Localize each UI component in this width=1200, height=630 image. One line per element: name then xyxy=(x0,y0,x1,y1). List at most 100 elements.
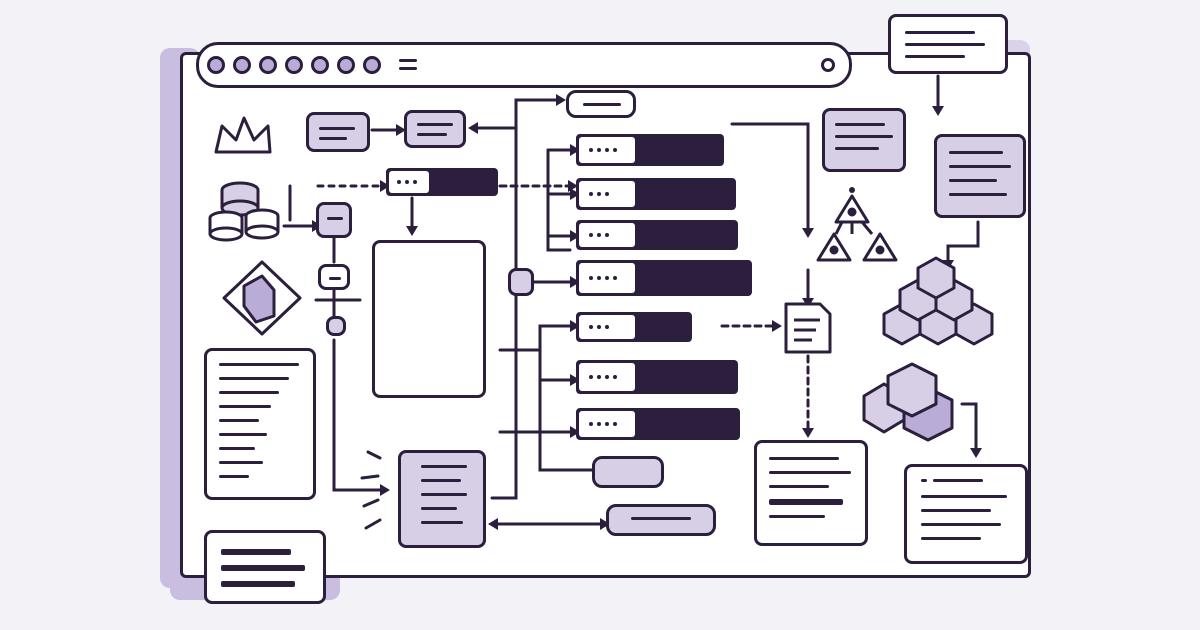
arrowhead xyxy=(570,374,580,386)
code-line xyxy=(219,433,267,436)
config-card xyxy=(822,108,906,172)
node-line xyxy=(631,517,691,520)
arrowhead xyxy=(396,124,406,136)
address-bar[interactable] xyxy=(196,42,852,88)
log-card xyxy=(754,440,868,546)
connector xyxy=(332,338,382,492)
connector xyxy=(498,324,572,352)
arrowhead xyxy=(932,106,944,116)
card-line xyxy=(949,193,1007,196)
header-pill xyxy=(566,90,636,118)
service-bar xyxy=(576,260,752,296)
note-line xyxy=(221,565,305,571)
list-panel xyxy=(398,450,486,548)
cache-node xyxy=(316,202,352,238)
arrowhead xyxy=(380,180,390,192)
card-line xyxy=(835,123,885,126)
tiny-node xyxy=(326,316,346,336)
connector xyxy=(730,122,810,232)
code-line xyxy=(219,419,259,422)
note-line xyxy=(221,549,291,555)
metrics-card xyxy=(934,134,1026,218)
code-line xyxy=(219,405,271,408)
report-line xyxy=(921,495,1007,498)
card-line xyxy=(835,147,879,150)
arrowhead xyxy=(570,276,580,288)
crown-icon xyxy=(214,116,272,154)
switch-node xyxy=(508,268,534,296)
card-line xyxy=(949,165,1011,168)
code-panel xyxy=(204,348,316,500)
arrowhead xyxy=(772,320,782,332)
small-node xyxy=(318,264,350,290)
code-line xyxy=(219,447,255,450)
status-pill xyxy=(592,456,664,488)
cube-cluster-icon xyxy=(882,256,994,346)
report-line xyxy=(921,509,991,512)
connector xyxy=(490,126,518,500)
connector xyxy=(946,220,980,264)
node-line xyxy=(583,103,621,106)
code-line xyxy=(219,377,289,380)
arrowhead xyxy=(570,320,580,332)
code-line xyxy=(219,461,263,464)
note-line xyxy=(905,43,985,46)
package-icon xyxy=(222,260,302,336)
output-pill xyxy=(606,504,716,536)
connector xyxy=(538,348,594,472)
document-icon xyxy=(784,302,832,354)
code-line xyxy=(219,391,279,394)
arrowhead xyxy=(970,448,982,458)
log-line xyxy=(769,515,825,518)
node-line xyxy=(319,137,347,140)
arrowhead xyxy=(406,226,418,236)
node-line xyxy=(417,123,453,126)
window-dot xyxy=(337,56,355,74)
note-line xyxy=(905,55,965,58)
list-line xyxy=(421,507,457,510)
report-line xyxy=(921,479,927,482)
service-bar xyxy=(576,360,738,394)
connector xyxy=(546,148,572,252)
service-bar xyxy=(576,134,724,166)
log-line xyxy=(769,485,829,488)
sparkle-mark xyxy=(366,450,382,460)
database-icon xyxy=(208,181,280,242)
triangle-nodes-icon xyxy=(816,187,898,262)
report-line xyxy=(933,479,983,482)
list-line xyxy=(421,493,467,496)
report-line xyxy=(921,523,1001,526)
arrowhead xyxy=(570,144,580,156)
note-line xyxy=(905,31,975,34)
arrowhead xyxy=(556,94,566,106)
menu-line xyxy=(399,59,417,62)
service-bar xyxy=(576,178,736,210)
card-line xyxy=(949,151,1003,154)
window-dot xyxy=(311,56,329,74)
arrowhead xyxy=(802,428,814,438)
service-bar xyxy=(576,220,738,250)
arrowhead xyxy=(380,484,390,496)
arrowhead xyxy=(570,230,580,242)
card-line xyxy=(949,179,997,182)
sparkle-mark xyxy=(364,518,382,530)
cube-stack-icon xyxy=(862,362,954,442)
log-line xyxy=(769,499,843,505)
node-line xyxy=(319,127,355,130)
window-dot xyxy=(207,56,225,74)
window-dot xyxy=(285,56,303,74)
log-line xyxy=(769,457,839,460)
node-line xyxy=(417,133,447,136)
window-dot xyxy=(233,56,251,74)
bottom-left-note xyxy=(204,530,326,604)
list-line xyxy=(421,479,461,482)
report-card xyxy=(904,464,1028,564)
processor-node xyxy=(404,110,466,148)
list-line xyxy=(421,465,467,468)
cluster-panel xyxy=(372,240,486,398)
arrowhead xyxy=(488,518,498,530)
report-line xyxy=(921,537,981,540)
connector xyxy=(476,98,558,130)
node-line xyxy=(329,277,341,280)
